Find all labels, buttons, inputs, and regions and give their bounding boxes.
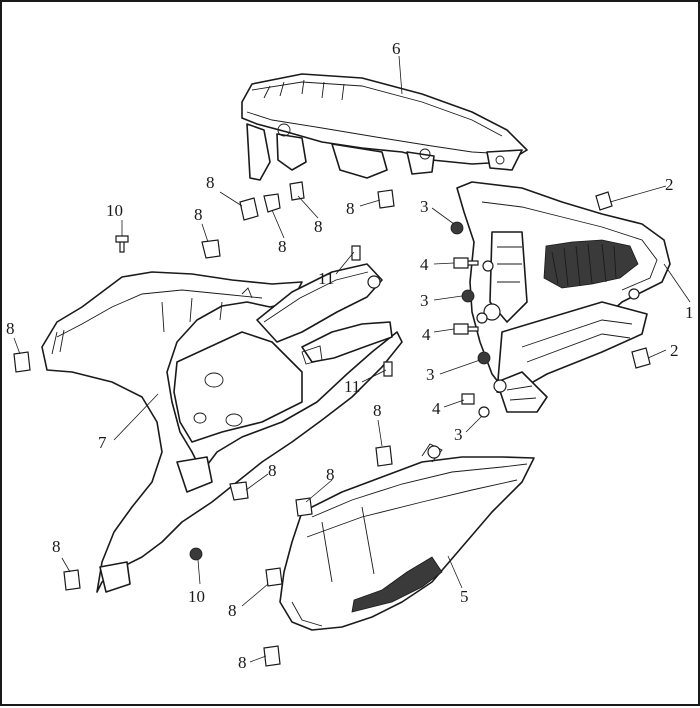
callout-8: 8 <box>314 217 323 236</box>
callout-8: 8 <box>6 319 15 338</box>
callout-7: 7 <box>98 433 107 452</box>
speed-nut <box>265 567 283 587</box>
callout-8: 8 <box>278 237 287 256</box>
speed-nut <box>295 497 313 517</box>
callout-8: 8 <box>206 173 215 192</box>
callout-8: 8 <box>238 653 247 672</box>
rubber-grommet <box>450 221 464 235</box>
callout-1: 1 <box>685 303 694 322</box>
callout-8: 8 <box>268 461 277 480</box>
rubber-grommet <box>478 406 490 418</box>
callout-8: 8 <box>346 199 355 218</box>
callout-2: 2 <box>670 341 679 360</box>
callout-11: 11 <box>344 377 360 396</box>
tail-light-housing <box>456 181 671 413</box>
callout-8: 8 <box>326 465 335 484</box>
rear-upper-cover <box>241 73 528 181</box>
bolt <box>189 547 203 561</box>
clip-nut <box>595 191 613 211</box>
callout-5: 5 <box>460 587 469 606</box>
pin <box>383 361 393 377</box>
callout-3: 3 <box>426 365 435 384</box>
callout-10: 10 <box>188 587 205 606</box>
callout-11: 11 <box>318 269 334 288</box>
bolt <box>115 235 129 253</box>
speed-nut <box>13 351 31 373</box>
callouts: 6 1 2 2 3 3 3 3 4 4 4 5 7 8 8 8 8 8 8 8 … <box>6 39 694 672</box>
callout-2: 2 <box>665 175 674 194</box>
screw <box>461 393 475 405</box>
speed-nut <box>263 193 281 213</box>
callout-10: 10 <box>106 201 123 220</box>
callout-3: 3 <box>420 291 429 310</box>
callout-6: 6 <box>392 39 401 58</box>
pin <box>351 245 361 261</box>
fasteners <box>13 181 651 667</box>
speed-nut <box>377 189 395 209</box>
speed-nut <box>201 239 221 259</box>
clip-nut <box>631 347 651 369</box>
screw <box>453 323 479 335</box>
speed-nut <box>289 181 305 201</box>
leader-lines <box>13 55 691 663</box>
callout-4: 4 <box>432 399 441 418</box>
speed-nut <box>239 197 259 221</box>
rubber-grommet <box>461 289 475 303</box>
callout-8: 8 <box>52 537 61 556</box>
callout-8: 8 <box>194 205 203 224</box>
callout-3: 3 <box>420 197 429 216</box>
speed-nut <box>375 445 393 467</box>
callout-4: 4 <box>422 325 431 344</box>
callout-3: 3 <box>454 425 463 444</box>
rubber-grommet <box>477 351 491 365</box>
lower-side-cover <box>279 443 535 631</box>
callout-4: 4 <box>420 255 429 274</box>
rear-lower-cowl <box>41 263 403 593</box>
speed-nut <box>229 481 249 501</box>
speed-nut <box>263 645 281 667</box>
speed-nut <box>63 569 81 591</box>
callout-8: 8 <box>228 601 237 620</box>
callout-8: 8 <box>373 401 382 420</box>
screw <box>453 257 479 269</box>
